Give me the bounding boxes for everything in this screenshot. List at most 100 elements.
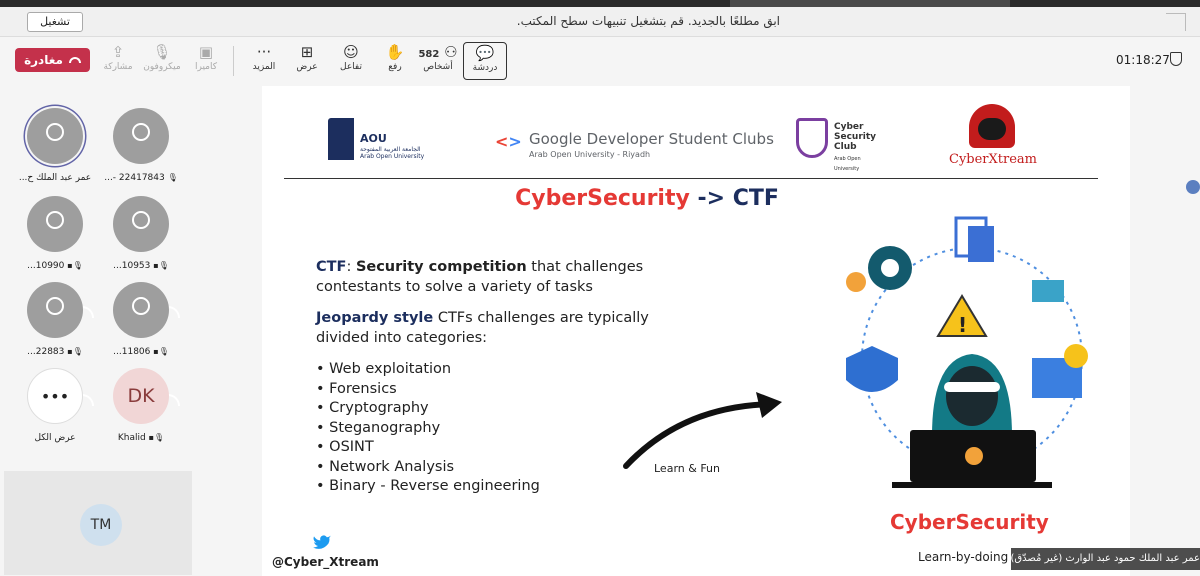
mic-muted-icon: 🎙▪ [67, 347, 83, 356]
shield-icon[interactable] [1170, 52, 1182, 66]
people-button[interactable]: 582 ⚇ أشخاص [416, 42, 460, 80]
list-item: • Forensics [316, 380, 397, 397]
more-label: المزيد [252, 62, 276, 72]
view-all-label: عرض الكل [34, 433, 76, 443]
camera-button[interactable]: ▣ كاميرا [184, 42, 228, 80]
cyberxtream-logo: CyberXtream [938, 104, 1048, 170]
participant-tile[interactable]: 🎙 22417843 -... [98, 108, 184, 318]
more-icon: ••• [27, 368, 83, 424]
self-avatar: TM [80, 504, 122, 546]
participant-name: 🎙▪ Khalid [117, 433, 165, 443]
mic-muted-icon: 🎙▪ [153, 261, 169, 270]
chat-button[interactable]: 💬 دردشة [463, 42, 507, 80]
mic-button[interactable]: 🎙 ميكروفون [140, 42, 184, 80]
participant-name: 🎙▪ 11806... [113, 347, 169, 357]
react-label: تفاعل [340, 62, 362, 72]
slide-body: CTF: Security competition that challenge… [316, 258, 656, 497]
participant-tile-active[interactable]: عمر عبد الملك ح... [12, 108, 98, 318]
participant-name: 🎙▪ 22883... [27, 347, 83, 357]
list-item: • OSINT [316, 439, 374, 455]
restore-icon[interactable] [1166, 13, 1186, 31]
mic-label: ميكروفون [143, 62, 181, 72]
grid-icon: ⊞ [300, 43, 314, 61]
mic-muted-icon: 🎙▪ [148, 433, 165, 442]
learn-fun-label: Learn & Fun [654, 462, 720, 475]
avatar-initials: DK [113, 368, 169, 424]
twitter-icon [313, 535, 331, 549]
avatar [27, 196, 94, 406]
share-label: مشاركة [103, 62, 133, 72]
more-icon: ··· [256, 43, 272, 61]
share-button[interactable]: ⇪ مشاركة [96, 42, 140, 80]
self-view[interactable]: TM [4, 471, 192, 575]
react-button[interactable]: ☺ تفاعل [329, 42, 373, 80]
raise-hand-button[interactable]: ✋ رفع [373, 42, 417, 80]
camera-off-icon: ▣ [198, 43, 214, 61]
slide-title: CyberSecurity -> CTF [515, 186, 779, 211]
camera-label: كاميرا [194, 62, 218, 72]
view-button[interactable]: ⊞ عرض [285, 42, 329, 80]
more-button[interactable]: ··· المزيد [242, 42, 286, 80]
phone-icon [68, 57, 81, 63]
hacker-illustration-icon: ! [846, 216, 1088, 488]
category-list: • Web exploitation • Forensics • Cryptog… [316, 360, 656, 497]
presenter-caption: عمر عبد الملك حمود عبد الوارث (غير مُصدّ… [1011, 548, 1200, 570]
share-icon: ⇪ [111, 43, 125, 61]
people-label: أشخاص [423, 62, 453, 72]
avatar [113, 108, 180, 318]
list-item: • Steganography [316, 419, 441, 436]
participant-tile[interactable]: 🎙▪ 11806... [98, 282, 184, 492]
mic-muted-icon: 🎙▪ [67, 261, 83, 270]
learn-by-doing-label: Learn-by-doing [918, 550, 1009, 564]
cyber-security-club-logo: Cyber Security Club Arab Open University [796, 116, 876, 172]
participant-name: عمر عبد الملك ح... [18, 173, 92, 183]
jeopardy-text: Jeopardy style CTFs challenges are typic… [316, 310, 649, 346]
cybersecurity-label: CyberSecurity [890, 510, 1049, 534]
participant-tile[interactable]: 🎙▪ 10990... [12, 196, 98, 406]
list-item: • Binary - Reverse engineering [316, 478, 540, 494]
mic-muted-icon: 🎙 [167, 173, 178, 182]
raise-label: رفع [388, 62, 402, 72]
enable-notifications-button[interactable]: تشغيل [27, 12, 83, 32]
leave-label: مغادرة [24, 53, 63, 67]
notification-message: ابق مطلعًا بالجديد. قم بتشغيل تنبيهات سط… [516, 14, 780, 28]
participant-tile[interactable]: DK 🎙▪ Khalid [98, 368, 184, 443]
notification-bar: تشغيل ابق مطلعًا بالجديد. قم بتشغيل تنبي… [0, 7, 1200, 37]
smiley-icon: ☺ [343, 43, 359, 61]
mic-off-icon: 🎙 [152, 43, 172, 61]
participant-tile[interactable]: 🎙▪ 22883... [12, 282, 98, 492]
leave-button[interactable]: مغادرة [15, 48, 90, 72]
toolbar-divider [233, 46, 234, 76]
ctf-definition: CTF: Security competition that challenge… [316, 259, 644, 295]
participant-name: 🎙▪ 10953... [113, 261, 169, 271]
svg-text:!: ! [958, 313, 967, 337]
meeting-toolbar: مغادرة ⇪ مشاركة 🎙 ميكروفون ▣ كاميرا ··· … [0, 38, 1200, 84]
view-label: عرض [296, 62, 318, 72]
title-bar [0, 0, 1200, 7]
participant-name: 🎙 22417843 -... [104, 173, 178, 183]
curved-arrow-icon [623, 392, 782, 469]
participant-gallery: 🎙 22417843 -... عمر عبد الملك ح... 🎙▪ 10… [0, 86, 200, 492]
chat-icon: 💬 [475, 44, 495, 62]
participant-tile[interactable]: 🎙▪ 10953... [98, 196, 184, 406]
view-all-button[interactable]: ••• عرض الكل [12, 368, 98, 443]
mic-muted-icon: 🎙▪ [153, 347, 169, 356]
participant-name: 🎙▪ 10990... [27, 261, 83, 271]
avatar [113, 196, 180, 406]
twitter-handle: @Cyber_Xtream [272, 555, 379, 569]
avatar [27, 108, 94, 318]
list-item: • Network Analysis [316, 458, 455, 475]
list-item: • Cryptography [316, 400, 429, 416]
chat-label: دردشة [472, 63, 498, 73]
meeting-timer: 01:18:27 [1116, 53, 1170, 67]
hand-icon: ✋ [385, 43, 405, 61]
avatar [27, 282, 94, 492]
window-tab [730, 0, 1010, 7]
avatar [113, 282, 180, 492]
expand-handle-icon[interactable] [1186, 180, 1200, 194]
list-item: • Web exploitation [316, 361, 452, 377]
people-count: 582 [418, 49, 440, 60]
people-icon: 582 ⚇ [418, 43, 458, 61]
